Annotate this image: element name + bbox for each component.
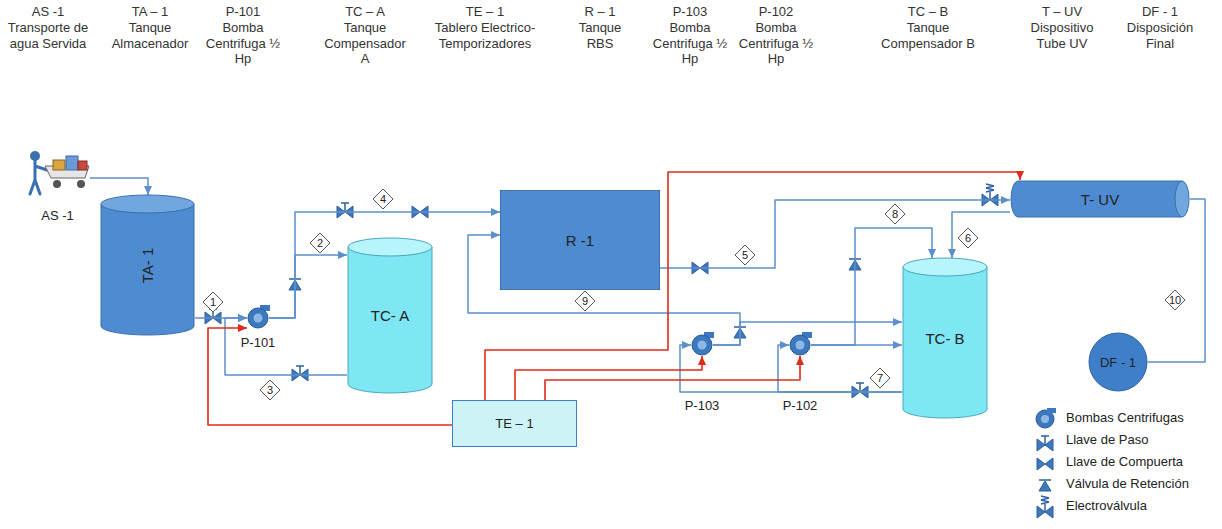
pipe-line (1148, 199, 1205, 362)
node-label-box: TE – 1 (452, 400, 577, 447)
legend-entry: Electroválvula (1066, 498, 1147, 514)
equipment-code: P-103 (649, 4, 731, 20)
legend-symbols (1036, 408, 1056, 518)
node-label: TA- 1 (139, 247, 156, 283)
node-shape (247, 307, 269, 329)
node-shape (25, 148, 90, 204)
callout-number: 10 (1164, 289, 1186, 311)
node-label-box: P-102 (783, 398, 818, 413)
callout-number: 2 (309, 232, 331, 254)
node-label-box: P-101 (241, 335, 276, 350)
equipment-code: T – UV (1016, 4, 1108, 20)
node-label-box: TC- A (347, 238, 433, 393)
equipment-code: AS -1 (6, 4, 90, 20)
equipment-description: Bomba Centrifuga ½ Hp (201, 20, 285, 67)
transport-cart: AS -1 (25, 148, 90, 204)
equipment-description: Tanque Compensador A (320, 20, 410, 67)
equipment-code: P-102 (735, 4, 817, 20)
equipment-description: Transporte de agua Servida (6, 20, 90, 51)
node-label: AS -1 (41, 208, 74, 223)
node-label-box: TC- B (902, 258, 988, 418)
callout-diamond: 7 (869, 367, 891, 389)
control-panel: TE – 1 (452, 400, 577, 447)
sbr-tank: R -1 (500, 190, 660, 290)
centrifugal-pump: P-103 (691, 334, 713, 356)
equipment-code: TC – B (878, 4, 978, 20)
equipment-code: R – 1 (565, 4, 635, 20)
callout-diamond: 5 (734, 244, 756, 266)
callout-number: 3 (259, 379, 281, 401)
callout-diamond: 8 (884, 203, 906, 225)
equipment-description: Bomba Centrifuga ½ Hp (735, 20, 817, 67)
node-label: TE – 1 (495, 416, 533, 431)
equipment-description: Dispositivo Tube UV (1016, 20, 1108, 51)
storage-tank: TA- 1 (100, 195, 195, 335)
callout-diamond: 9 (574, 290, 596, 312)
pipe-line (90, 178, 148, 195)
callout-number: 4 (372, 188, 394, 210)
node-label: P-101 (241, 335, 276, 350)
node-label: DF - 1 (1100, 355, 1136, 370)
callout-number: 9 (574, 290, 596, 312)
callout-diamond: 3 (259, 379, 281, 401)
callout-number: 1 (202, 291, 224, 313)
buffer-tank: TC- B (902, 258, 988, 418)
final-disposal: DF - 1 (1088, 332, 1148, 392)
equipment-code: P-101 (201, 4, 285, 20)
node-label-box: TA- 1 (100, 195, 195, 335)
node-label-box: T- UV (1010, 180, 1190, 218)
centrifugal-pump: P-102 (789, 334, 811, 356)
legend-entry: Llave de Paso (1066, 432, 1148, 448)
node-label: P-102 (783, 398, 818, 413)
pipe-line (269, 255, 347, 318)
equipment-code: TE – 1 (425, 4, 545, 20)
node-shape (789, 334, 811, 356)
pipe-line (660, 200, 1010, 268)
valves (205, 184, 998, 398)
callout-number: 8 (884, 203, 906, 225)
callout-diamond: 10 (1164, 289, 1186, 311)
equipment-code: TA – 1 (105, 4, 195, 20)
callout-diamond: 1 (202, 291, 224, 313)
control-wire (515, 356, 702, 400)
node-label: TC- A (371, 307, 409, 324)
pipe-line (952, 212, 1010, 258)
control-wire (545, 356, 800, 400)
legend-entry: Bombas Centrifugas (1066, 410, 1184, 426)
callout-diamond: 6 (957, 227, 979, 249)
equipment-description: Tanque RBS (565, 20, 635, 51)
equipment-description: Tanque Almacenador (105, 20, 195, 51)
buffer-tank: TC- A (347, 238, 433, 393)
node-label: R -1 (566, 232, 594, 249)
node-label-box: P-103 (685, 398, 720, 413)
equipment-code: DF - 1 (1118, 4, 1202, 20)
callout-number: 5 (734, 244, 756, 266)
uv-tube: T- UV (1010, 180, 1190, 218)
callout-diamond: 4 (372, 188, 394, 210)
node-shape (691, 334, 713, 356)
equipment-description: Tablero Electrico-Temporizadores (425, 20, 545, 51)
node-label: TC- B (925, 330, 964, 347)
callout-number: 6 (957, 227, 979, 249)
pipe-line (680, 345, 902, 392)
node-label-box: AS -1 (41, 208, 74, 223)
centrifugal-pump: P-101 (247, 307, 269, 329)
pipe-line (225, 318, 347, 375)
legend-entry: Válvula de Retención (1066, 476, 1189, 492)
node-label: P-103 (685, 398, 720, 413)
node-label-box: R -1 (500, 190, 660, 290)
callout-number: 7 (869, 367, 891, 389)
legend-entry: Llave de Compuerta (1066, 454, 1183, 470)
callout-diamond: 2 (309, 232, 331, 254)
equipment-description: Disposición Final (1118, 20, 1202, 51)
node-label: T- UV (1081, 191, 1119, 208)
equipment-code: TC – A (320, 4, 410, 20)
equipment-description: Bomba Centrifuga ½ Hp (649, 20, 731, 67)
equipment-description: Tanque Compensador B (878, 20, 978, 51)
node-label-box: DF - 1 (1088, 332, 1148, 392)
